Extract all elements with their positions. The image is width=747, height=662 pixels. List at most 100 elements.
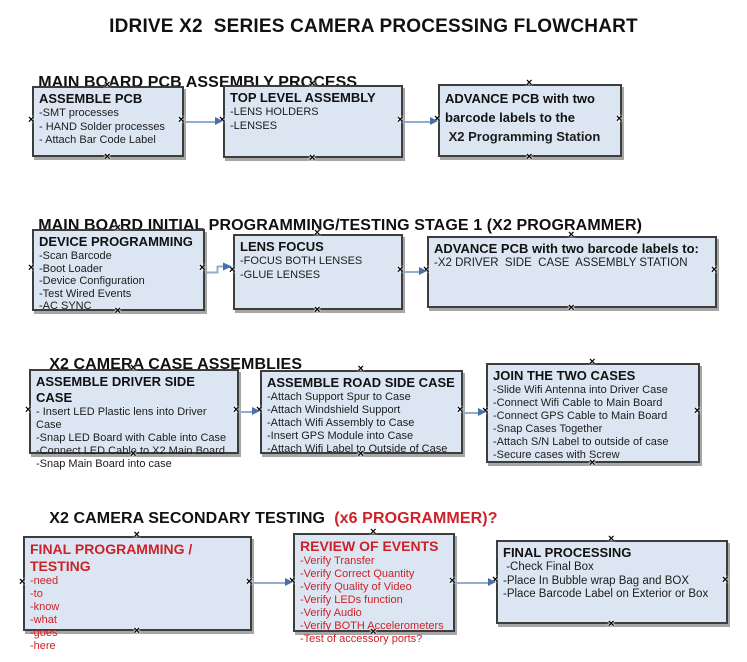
section-header-red-text: (x6 PROGRAMMER)? bbox=[329, 510, 498, 527]
arrow-line bbox=[239, 410, 254, 413]
anchor-x-icon bbox=[589, 357, 597, 368]
box-item: -Attach Windshield Support bbox=[267, 404, 401, 416]
node-items: -Verify Transfer-Verify Correct Quantity… bbox=[300, 555, 448, 646]
box-item: -Boot Loader bbox=[39, 262, 103, 275]
anchor-x-icon bbox=[104, 152, 112, 163]
box-item: -goes bbox=[30, 627, 58, 639]
anchor-x-icon bbox=[526, 152, 534, 163]
arrow-line bbox=[403, 120, 432, 123]
flow-arrow bbox=[463, 408, 486, 417]
box-item: -GLUE LENSES bbox=[240, 268, 321, 281]
arrow-line bbox=[185, 120, 217, 123]
box-item: -Attach S/N Label to outside of case bbox=[493, 436, 669, 448]
node-items: -SMT processes- HAND Solder processes- A… bbox=[39, 107, 177, 148]
anchor-x-icon bbox=[616, 114, 624, 125]
node-device-programming: DEVICE PROGRAMMING -Scan Barcode-Boot Lo… bbox=[28, 223, 205, 317]
node-review-of-events: REVIEW OF EVENTS -Verify Transfer-Verify… bbox=[289, 527, 455, 645]
box-item: -FOCUS BOTH LENSES bbox=[240, 255, 363, 267]
box-item: -AC SYNC bbox=[39, 300, 92, 313]
arrow-head-icon bbox=[419, 267, 427, 275]
flow-arrow bbox=[403, 267, 427, 276]
flow-arrow bbox=[185, 117, 223, 126]
anchor-x-icon bbox=[19, 577, 27, 588]
box-item: -know bbox=[30, 601, 60, 613]
node-items: -Attach Support Spur to Case-Attach Wind… bbox=[267, 391, 456, 456]
box-item: -LENS HOLDERS bbox=[230, 106, 319, 118]
arrow-head-icon bbox=[215, 117, 223, 125]
box-item: -X2 DRIVER SIDE CASE ASSEMBLY STATION bbox=[434, 257, 688, 269]
box-item: -Place Barcode Label on Exterior or Box bbox=[503, 588, 709, 600]
node-items: -Check Final Box-Place In Bubble wrap Ba… bbox=[503, 561, 721, 602]
box-item: -Verify BOTH Accelerometers bbox=[300, 620, 444, 632]
node-items: X2 Programming Station bbox=[445, 127, 615, 146]
box-item: -Check Final Box bbox=[503, 561, 594, 573]
node-title: TOP LEVEL ASSEMBLY bbox=[230, 90, 376, 105]
node-title: REVIEW OF EVENTS bbox=[300, 538, 439, 554]
anchor-x-icon bbox=[568, 303, 576, 314]
anchor-x-icon bbox=[608, 534, 616, 545]
anchor-x-icon bbox=[722, 575, 730, 586]
box-item: - HAND Solder processes bbox=[39, 120, 165, 133]
node-items: -X2 DRIVER SIDE CASE ASSEMBLY STATION bbox=[434, 257, 710, 271]
box-item: -Connect Wifi Cable to Main Board bbox=[493, 397, 663, 409]
node-title: FINAL PROGRAMMING / TESTING bbox=[30, 541, 193, 574]
node-title: FINAL PROCESSING bbox=[503, 545, 632, 560]
anchor-x-icon bbox=[309, 153, 317, 164]
section-header-text: X2 CAMERA CASE ASSEMBLIES bbox=[49, 356, 303, 373]
node-title: ASSEMBLE DRIVER SIDE CASE bbox=[36, 374, 195, 405]
box-item: -to bbox=[30, 588, 43, 600]
node-items: - Insert LED Plastic lens into Driver Ca… bbox=[36, 406, 232, 471]
box-item: -Connect LED Cable to X2 Main Board bbox=[36, 445, 225, 457]
node-advance-pcb-programming-station: ADVANCE PCB with two barcode labels to t… bbox=[434, 78, 624, 163]
anchor-x-icon bbox=[28, 115, 36, 126]
box-item: -Verify Correct Quantity bbox=[300, 568, 415, 580]
section-header-case-assemblies: X2 CAMERA CASE ASSEMBLIES bbox=[31, 338, 302, 392]
node-title: ASSEMBLE ROAD SIDE CASE bbox=[267, 375, 455, 390]
node-items: -Scan Barcode-Boot Loader-Device Configu… bbox=[39, 250, 198, 313]
box-item: -Test of accessory ports? bbox=[300, 633, 423, 645]
box-item: -Insert GPS Module into Case bbox=[267, 430, 414, 442]
flow-arrow bbox=[239, 407, 260, 416]
section-header-secondary-testing: X2 CAMERA SECONDARY TESTING (x6 PROGRAMM… bbox=[31, 492, 498, 546]
box-item: -Snap LED Board with Cable into Case bbox=[36, 432, 227, 444]
box-item: -Verify Quality of Video bbox=[300, 581, 412, 593]
node-title: ADVANCE PCB with two barcode labels to: bbox=[434, 241, 699, 256]
anchor-x-icon bbox=[711, 265, 719, 276]
box-item: -what bbox=[30, 614, 57, 626]
arrow-line bbox=[463, 411, 480, 414]
arrow-head-icon bbox=[488, 578, 496, 586]
anchor-x-icon bbox=[28, 263, 36, 274]
box-item: -Snap Main Board into case bbox=[36, 458, 172, 470]
node-advance-pcb-case-assembly: ADVANCE PCB with two barcode labels to: … bbox=[423, 230, 719, 314]
node-title: LENS FOCUS bbox=[240, 239, 324, 254]
box-item: -Verify Transfer bbox=[300, 555, 375, 567]
flow-arrow bbox=[252, 578, 293, 587]
arrow-head-icon bbox=[478, 408, 486, 416]
flow-arrow-elbow bbox=[205, 262, 232, 274]
node-title: ASSEMBLE PCB bbox=[39, 91, 143, 106]
anchor-x-icon bbox=[694, 406, 702, 417]
arrow-line bbox=[455, 581, 490, 584]
anchor-x-icon bbox=[314, 305, 322, 316]
anchor-x-icon bbox=[526, 78, 534, 89]
node-items: -LENS HOLDERS-LENSES bbox=[230, 106, 396, 133]
box-item: -need bbox=[30, 575, 59, 587]
box-item: -Attach Support Spur to Case bbox=[267, 391, 411, 403]
node-items: -need-to-know-what-goes-here bbox=[30, 575, 245, 653]
chart-title: IDRIVE X2 SERIES CAMERA PROCESSING FLOWC… bbox=[109, 16, 638, 37]
arrow-head-icon bbox=[285, 578, 293, 586]
box-item: -Snap Cases Together bbox=[493, 423, 603, 435]
flow-arrow bbox=[403, 117, 438, 126]
anchor-x-icon bbox=[608, 619, 616, 630]
flow-arrow bbox=[455, 578, 496, 587]
box-item: -Device Configuration bbox=[39, 275, 145, 288]
box-item: -LENSES bbox=[230, 119, 278, 132]
node-assemble-driver-side-case: ASSEMBLE DRIVER SIDE CASE - Insert LED P… bbox=[25, 363, 239, 470]
arrow-head-icon bbox=[252, 407, 260, 415]
box-item: -SMT processes bbox=[39, 107, 119, 119]
box-item: -Slide Wifi Antenna into Driver Case bbox=[493, 384, 668, 396]
box-item: -Test Wired Events bbox=[39, 287, 132, 300]
node-final-processing: FINAL PROCESSING -Check Final Box-Place … bbox=[492, 534, 730, 630]
anchor-x-icon bbox=[358, 364, 366, 375]
box-item: -Connect GPS Cable to Main Board bbox=[493, 410, 668, 422]
